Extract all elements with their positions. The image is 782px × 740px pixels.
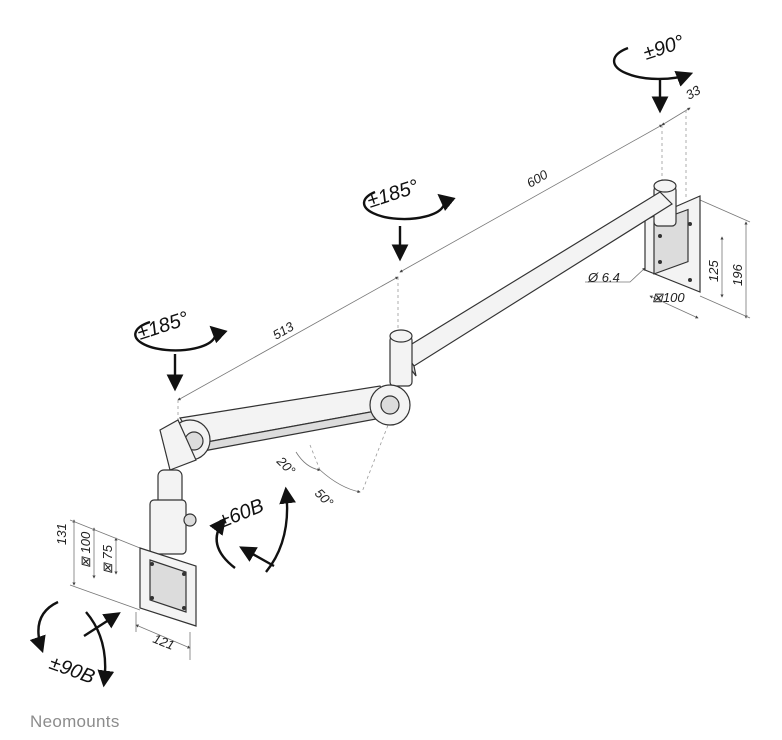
label-angle-20: 20° bbox=[273, 453, 298, 478]
label-dim-513: 513 bbox=[270, 318, 297, 342]
dim-33-line bbox=[661, 107, 691, 126]
dim-600-line bbox=[399, 124, 663, 273]
rotation-left bbox=[134, 320, 228, 392]
swivel-indicator bbox=[29, 600, 121, 688]
upper-arm bbox=[401, 191, 673, 367]
brand-logo: Neomounts bbox=[30, 712, 120, 731]
label-dim-33: 33 bbox=[683, 82, 704, 103]
label-dim-100: ⊠ 100 bbox=[78, 531, 93, 568]
label-tilt: ±60B bbox=[216, 495, 267, 533]
tilt-indicator bbox=[209, 486, 296, 573]
label-dim-125: 125 bbox=[706, 260, 721, 282]
rotation-mid bbox=[362, 190, 456, 262]
label-dim-600: 600 bbox=[524, 166, 551, 190]
label-dim-131: 131 bbox=[54, 523, 69, 545]
label-dim-196: 196 bbox=[730, 264, 745, 286]
dim-513-line bbox=[177, 276, 399, 401]
label-dim-vesa-wall: ⊠100 bbox=[652, 290, 685, 305]
label-dim-diam: Ø 6.4 bbox=[587, 270, 620, 285]
label-dim-121: 121 bbox=[151, 631, 177, 653]
label-swivel: ±90B bbox=[46, 652, 97, 689]
label-rot-left: ±185° bbox=[135, 308, 192, 345]
label-rot-mid: ±185° bbox=[365, 176, 422, 213]
rotation-top bbox=[612, 46, 694, 114]
label-dim-75: ⊠ 75 bbox=[100, 544, 115, 574]
label-angle-50: 50° bbox=[312, 486, 337, 511]
label-rot-top: ±90° bbox=[641, 31, 687, 65]
